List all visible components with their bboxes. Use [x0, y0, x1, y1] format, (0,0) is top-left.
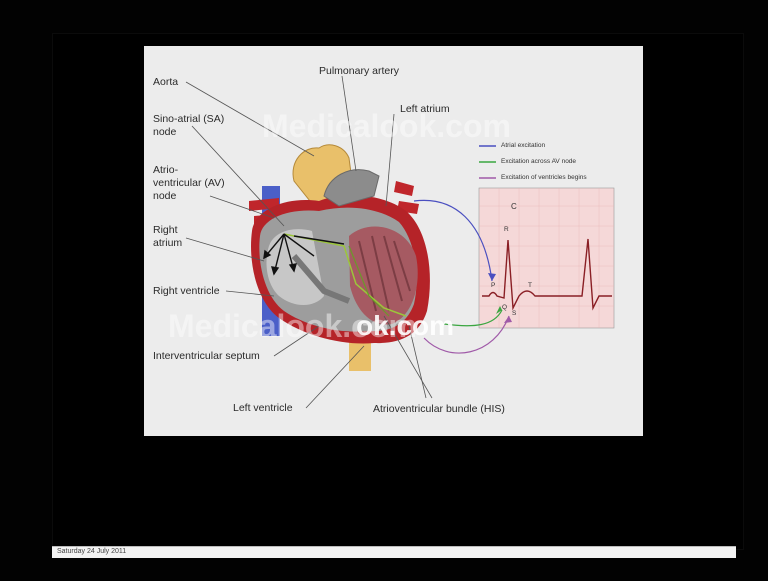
label-right-ventricle: Right ventricle	[153, 285, 220, 298]
slide: Medicalook.com Medicalook.com ok.com Aor…	[144, 46, 643, 436]
label-left-atrium: Left atrium	[400, 103, 450, 116]
label-av-node: Atrio- ventricular (AV) node	[153, 164, 225, 203]
label-left-ventricle: Left ventricle	[233, 402, 293, 415]
ecg-panel-label: C	[511, 202, 517, 211]
ecg-label-t: T	[528, 282, 532, 289]
watermark-bright: ok.com	[356, 310, 454, 342]
label-pulmonary-artery: Pulmonary artery	[319, 65, 399, 78]
status-date: Saturday 24 July 2011	[57, 548, 126, 555]
label-sa-node: Sino-atrial (SA) node	[153, 113, 224, 139]
ecg-label-r: R	[504, 226, 509, 233]
ecg-label-s: S	[512, 310, 516, 317]
label-aorta: Aorta	[153, 76, 178, 89]
legend-ventricular-excitation: Excitation of ventricles begins	[501, 174, 587, 181]
heart-diagram	[144, 46, 643, 436]
descending-aorta	[349, 341, 371, 371]
vessel	[394, 181, 414, 196]
legend-av-excitation: Excitation across AV node	[501, 158, 576, 165]
legend-atrial-excitation: Atrial excitation	[501, 142, 545, 149]
label-right-atrium: Right atrium	[153, 224, 182, 250]
watermark: Medicalook.com	[262, 108, 511, 145]
label-interventricular-septum: Interventricular septum	[153, 350, 260, 363]
label-his-bundle: Atrioventricular bundle (HIS)	[373, 403, 505, 416]
ecg-label-p: P	[491, 282, 495, 289]
ecg-label-q: Q	[502, 304, 507, 311]
status-bar: Saturday 24 July 2011	[52, 546, 736, 558]
